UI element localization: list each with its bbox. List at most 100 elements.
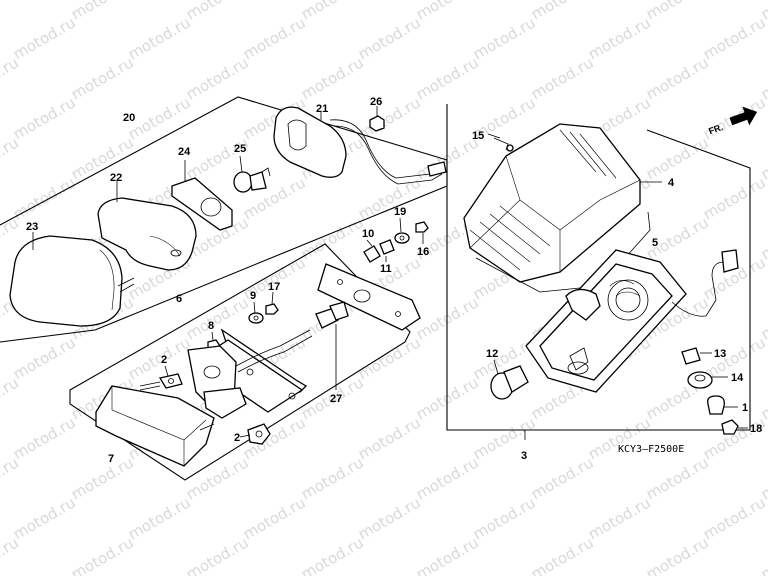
- part-21-socket: [273, 106, 447, 185]
- watermark-text: motod.ru: [528, 0, 597, 23]
- diagram-code: KCY3–F2500E: [618, 444, 684, 455]
- watermark-text: motod.ru: [355, 173, 424, 223]
- part-26-nut: [369, 106, 385, 132]
- watermark-text: motod.ru: [298, 213, 367, 263]
- watermark-text: motod.ru: [68, 533, 137, 576]
- part-14-grommet: [687, 371, 728, 389]
- watermark-text: motod.ru: [183, 533, 252, 576]
- part-25-bulb: [233, 155, 271, 193]
- callout-11: 11: [380, 263, 392, 275]
- watermark-text: motod.ru: [470, 493, 539, 543]
- callout-3: 3: [521, 450, 527, 462]
- watermark-text: motod.ru: [10, 93, 79, 143]
- watermark-text: motod.ru: [758, 0, 768, 23]
- callout-26: 26: [370, 96, 382, 108]
- watermark-text: motod.ru: [10, 13, 79, 63]
- callout-27: 27: [330, 393, 342, 405]
- front-direction-arrow: FR.: [707, 106, 758, 136]
- watermark-text: motod.ru: [125, 493, 194, 543]
- callout-17: 17: [268, 281, 280, 293]
- part-22-housing: [97, 180, 197, 271]
- callout-6: 6: [176, 293, 182, 305]
- part-1-collar: [707, 395, 738, 415]
- part-24-gasket: [171, 160, 233, 231]
- watermark-text: motod.ru: [700, 413, 768, 463]
- callout-20: 20: [123, 112, 135, 124]
- front-label: FR.: [707, 122, 724, 136]
- watermark-text: motod.ru: [700, 13, 768, 63]
- watermark-text: motod.ru: [643, 453, 712, 503]
- watermark-text: motod.ru: [585, 13, 654, 63]
- watermark-text: motod.ru: [355, 333, 424, 383]
- callout-5: 5: [652, 237, 658, 249]
- part-15-screw: [487, 133, 514, 152]
- part-13-tab: [681, 347, 712, 365]
- watermark-text: motod.ru: [355, 413, 424, 463]
- callout-14: 14: [731, 372, 744, 384]
- watermark-text: motod.ru: [298, 53, 367, 103]
- watermark-text: motod.ru: [528, 533, 597, 576]
- watermark-text: motod.ru: [528, 53, 597, 103]
- callout-9: 9: [250, 290, 256, 302]
- watermark-text: motod.ru: [183, 453, 252, 503]
- watermark-text: motod.ru: [643, 0, 712, 23]
- watermark-text: motod.ru: [413, 453, 482, 503]
- watermark-text: motod.ru: [700, 173, 768, 223]
- watermark-text: motod.ru: [413, 53, 482, 103]
- watermark-text: motod.ru: [298, 453, 367, 503]
- part-7-bracket: [95, 385, 215, 467]
- group-6-outline: [69, 243, 411, 481]
- part-23-lens: [9, 232, 135, 327]
- callout-21: 21: [316, 103, 328, 115]
- watermark-text: motod.ru: [125, 13, 194, 63]
- callout-24: 24: [178, 146, 191, 158]
- watermark-text: motod.ru: [68, 453, 137, 503]
- watermark-text: motod.ru: [643, 53, 712, 103]
- watermark-text: motod.ru: [240, 493, 309, 543]
- part-27-plate-bracket: [315, 263, 421, 390]
- watermark-text: motod.ru: [355, 493, 424, 543]
- part-16-nut: [415, 221, 429, 244]
- callout-1: 1: [742, 402, 748, 414]
- part-9-washer: [248, 301, 264, 324]
- callout-18: 18: [750, 423, 762, 435]
- part-10-bolt: [363, 239, 381, 263]
- watermark-text: motod.ru: [413, 533, 482, 576]
- lamp-socket-assembly: [187, 329, 313, 419]
- watermark-text: motod.ru: [240, 13, 309, 63]
- callout-10: 10: [362, 228, 374, 240]
- watermark-text: motod.ru: [68, 133, 137, 183]
- callout-2-upper: 2: [161, 354, 167, 366]
- callout-8: 8: [208, 320, 214, 332]
- callout-25: 25: [234, 143, 246, 155]
- part-11-collar: [379, 239, 395, 262]
- watermark-text: motod.ru: [470, 13, 539, 63]
- watermark-text: motod.ru: [355, 13, 424, 63]
- part-19-washer: [394, 217, 410, 244]
- watermark-text: motod.ru: [643, 533, 712, 576]
- callout-7: 7: [108, 453, 114, 465]
- part-2-clip-upper: [139, 365, 183, 391]
- part-2-clip-lower: [239, 423, 271, 445]
- part-12-bulb: [490, 359, 529, 400]
- group-3-outline: [446, 104, 751, 431]
- watermark-text: motod.ru: [470, 413, 539, 463]
- callout-2-lower: 2: [234, 432, 240, 444]
- watermark-text: motod.ru: [183, 293, 252, 343]
- watermark-text: motod.ru: [10, 413, 79, 463]
- watermark-text: motod.ru: [125, 93, 194, 143]
- callout-16: 16: [417, 246, 429, 258]
- watermark-text: motod.ru: [0, 0, 22, 23]
- callout-15: 15: [472, 130, 484, 142]
- watermark-text: motod.ru: [585, 413, 654, 463]
- watermark-text: motod.ru: [355, 93, 424, 143]
- watermark-text: motod.ru: [298, 0, 367, 23]
- callout-4: 4: [668, 177, 675, 189]
- watermark-text: motod.ru: [700, 493, 768, 543]
- watermark-text: motod.ru: [125, 333, 194, 383]
- callout-13: 13: [714, 348, 726, 360]
- watermark-text: motod.ru: [183, 0, 252, 23]
- watermark-text: motod.ru: [298, 533, 367, 576]
